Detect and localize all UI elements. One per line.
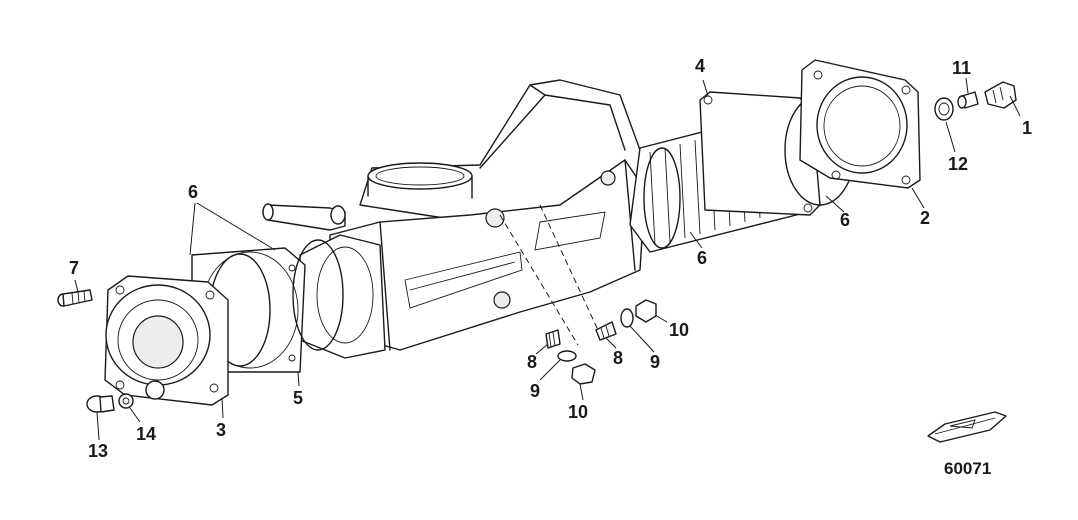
callout-5: 5 — [293, 388, 303, 408]
callout-labels: 1 2 3 4 5 6 6 6 7 8 8 9 9 10 10 11 12 13… — [69, 56, 1032, 461]
callout-11: 11 — [952, 58, 971, 78]
callout-8-left: 8 — [527, 352, 537, 372]
fitting-11 — [957, 91, 979, 109]
cap-10-left — [571, 363, 596, 385]
leader-lines — [74, 77, 1021, 441]
callout-14: 14 — [136, 424, 156, 444]
callout-3: 3 — [216, 420, 226, 440]
callout-13: 13 — [88, 441, 108, 461]
boat-silhouette-icon — [927, 411, 1007, 443]
callout-6-right: 6 — [840, 210, 850, 230]
front-cover-3 — [104, 275, 229, 406]
plug-1 — [984, 81, 1017, 109]
callout-6-left: 6 — [188, 182, 198, 202]
callout-12: 12 — [948, 154, 968, 174]
callout-10-right: 10 — [669, 320, 689, 340]
washer-9-right — [620, 308, 634, 328]
callout-7: 7 — [69, 258, 79, 278]
callout-6-middle: 6 — [697, 248, 707, 268]
cap-10-right — [635, 299, 657, 323]
callout-1: 1 — [1022, 118, 1032, 138]
figure-number: 60071 — [944, 459, 991, 478]
callout-9-right: 9 — [650, 352, 660, 372]
cover-2 — [799, 59, 921, 189]
callout-9-left: 9 — [530, 381, 540, 401]
callout-8-right: 8 — [613, 348, 623, 368]
main-housing — [262, 79, 651, 359]
seal-12 — [934, 97, 954, 121]
callout-4: 4 — [695, 56, 705, 76]
callout-10-left: 10 — [568, 402, 588, 422]
fitting-8-left — [545, 329, 561, 349]
plug-13 — [86, 395, 115, 413]
washer-14 — [118, 393, 134, 409]
washer-9-left — [557, 350, 577, 362]
screw-7 — [57, 289, 93, 307]
fitting-8-right — [595, 321, 617, 341]
callout-2: 2 — [920, 208, 930, 228]
